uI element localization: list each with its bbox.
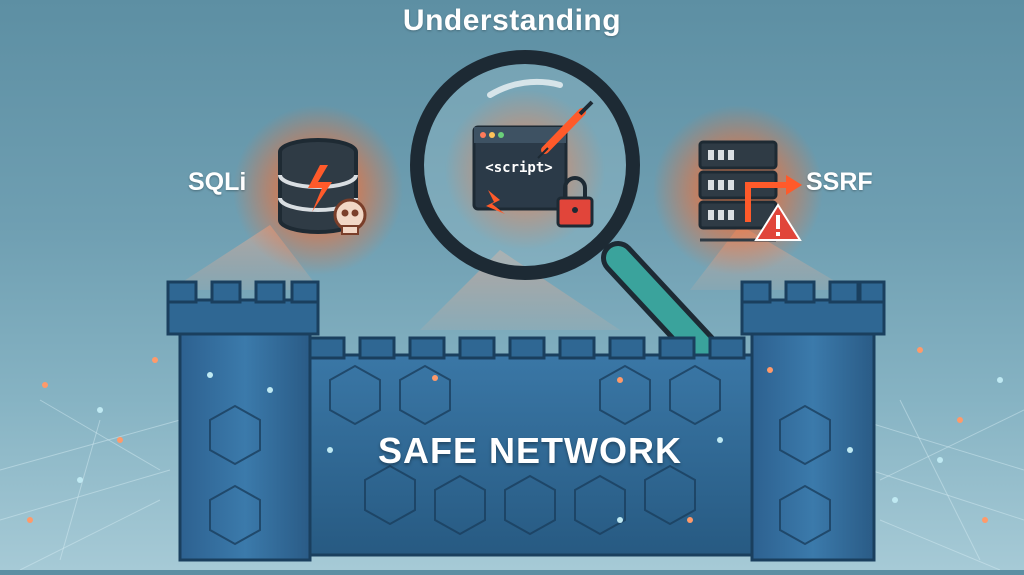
left-tower	[166, 280, 320, 562]
server-rack-icon	[698, 140, 778, 242]
script-tag-text: <script>	[485, 160, 553, 176]
fortress-wall	[298, 336, 762, 557]
syringe-icon	[537, 100, 594, 159]
redirect-arrow-icon	[745, 175, 802, 222]
wall-nodes	[327, 375, 723, 523]
page-title: Understanding	[402, 4, 622, 37]
skull-icon	[333, 198, 367, 235]
network-grid	[0, 399, 1024, 571]
warning-icon	[754, 203, 802, 241]
ssrf-label: SSRF	[806, 168, 873, 196]
network-nodes	[27, 347, 1003, 523]
padlock-icon	[556, 176, 594, 228]
center-beam	[420, 250, 620, 330]
sqli-label: SQLi	[188, 168, 247, 196]
safe-network-label: SAFE NETWORK	[378, 430, 682, 471]
right-tower	[740, 280, 886, 562]
